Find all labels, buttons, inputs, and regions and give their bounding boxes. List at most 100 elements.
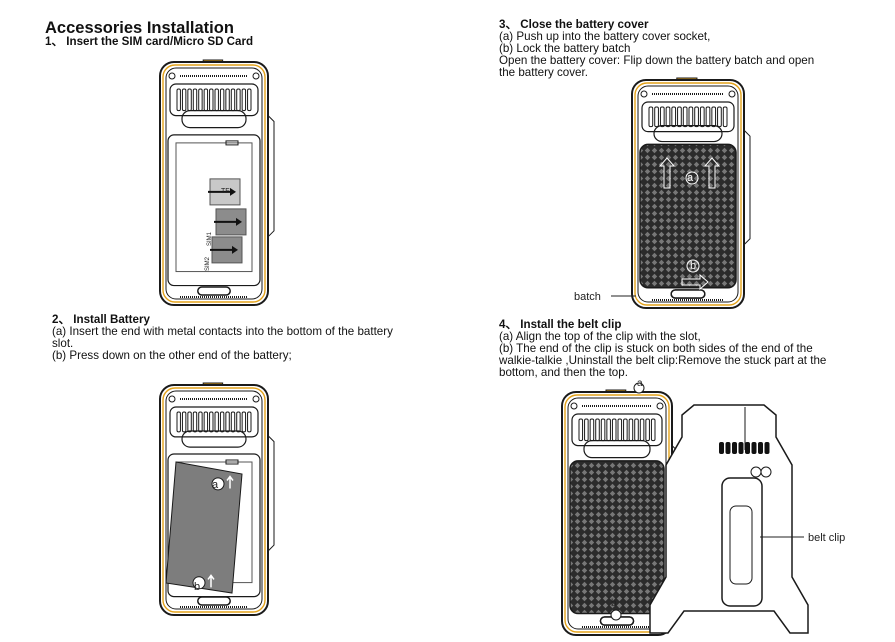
- vent-slot: [732, 442, 737, 454]
- insert-arrow-head: [232, 245, 238, 254]
- marker-a-circle: [211, 477, 225, 491]
- screw-hole: [252, 395, 260, 403]
- device-clip-front-illustration: [561, 382, 679, 636]
- vent-slot: [758, 442, 763, 454]
- step3-line: the battery cover.: [499, 66, 588, 79]
- speaker-slot: [230, 411, 236, 433]
- speaker-slot: [181, 411, 187, 433]
- marker-b: b: [611, 598, 617, 609]
- speaker-slot: [176, 88, 181, 112]
- step3-line: Open the battery cover: Flip down the ba…: [499, 54, 815, 67]
- side-key: [267, 115, 275, 238]
- speaker-slot: [645, 418, 650, 442]
- battery-batch: [670, 289, 706, 299]
- device-battery-illustration: [159, 382, 275, 616]
- screw-hole: [252, 72, 260, 80]
- speaker-slot: [219, 411, 225, 433]
- speaker-slot: [214, 411, 219, 433]
- speaker-slot: [241, 88, 247, 112]
- label-window: [181, 430, 247, 448]
- push-arrow: [207, 574, 215, 588]
- insert-arrow-head: [236, 217, 242, 226]
- speaker-slot: [181, 88, 187, 112]
- speaker-slot: [688, 106, 694, 128]
- device-inner: [165, 390, 263, 610]
- step2-line: (a) Insert the end with metal contacts i…: [52, 325, 393, 338]
- sim1-label: SIM1: [207, 231, 213, 246]
- vent-slot: [725, 442, 731, 454]
- label-window: [583, 440, 651, 459]
- step2-heading: 2、 Install Battery: [52, 313, 150, 326]
- speaker-slot: [241, 411, 247, 433]
- speaker-frame: [169, 83, 259, 117]
- side-key: [743, 129, 751, 246]
- speaker-slot: [578, 418, 584, 442]
- step4-line: (b) The end of the clip is stuck on both…: [499, 342, 813, 355]
- speaker-slot: [584, 418, 589, 442]
- speaker-slot: [694, 106, 699, 128]
- marker-b-circle: [192, 576, 206, 590]
- speaker-slot: [236, 411, 241, 433]
- belt-clip-slot: [729, 505, 753, 585]
- speaker-slot: [665, 106, 671, 128]
- speaker-slot: [717, 106, 722, 128]
- side-key: [267, 435, 275, 552]
- screw-hole: [570, 402, 578, 410]
- speaker-slot: [225, 411, 230, 433]
- step1-heading: 1、 Insert the SIM card/Micro SD Card: [45, 35, 254, 48]
- speaker-slot: [187, 411, 192, 433]
- belt-clip-label: belt clip: [808, 532, 845, 544]
- lock-arrow: [681, 273, 709, 291]
- device-inner: [637, 85, 739, 303]
- speaker-slot: [203, 411, 209, 433]
- marker-b: b: [690, 260, 696, 272]
- device-cover-illustration: [631, 77, 751, 309]
- step3-line: (b) Lock the battery batch: [499, 42, 631, 55]
- device-trim: [162, 64, 266, 303]
- device-clip-side-illustration: [649, 404, 809, 634]
- speaker-slot: [677, 106, 682, 128]
- device-trim: [162, 387, 266, 613]
- speaker-slot: [247, 88, 252, 112]
- speaker-slot: [209, 411, 214, 433]
- marker-a-circle: [685, 171, 699, 185]
- speaker-slot: [650, 418, 656, 442]
- battery-cover: [639, 143, 737, 289]
- screw-hole: [640, 90, 648, 98]
- batch-label: batch: [574, 291, 601, 303]
- knob: [760, 466, 772, 478]
- step2-line: (b) Press down on the other end of the b…: [52, 349, 292, 362]
- speaker-frame: [641, 101, 735, 133]
- page-title: Accessories Installation: [45, 19, 234, 37]
- marker-a: a: [637, 378, 643, 389]
- battery: [165, 461, 243, 594]
- push-arrow: [226, 475, 234, 489]
- marker-b: b: [194, 581, 200, 593]
- vent-slot: [764, 442, 770, 454]
- marker-b-circle: [610, 609, 622, 621]
- device-trim: [634, 82, 742, 306]
- step4-heading: 4、 Install the belt clip: [499, 318, 622, 331]
- battery-cover: [569, 460, 665, 615]
- speaker-slot: [699, 106, 705, 128]
- step4-line: walkie-talkie ,Uninstall the belt clip:R…: [499, 354, 827, 367]
- insert-arrow-head: [230, 187, 236, 196]
- screw-hole: [168, 395, 176, 403]
- marker-b-circle: [686, 259, 700, 273]
- marker-a: a: [687, 172, 694, 184]
- push-up-arrow: [658, 157, 676, 189]
- vent-slot: [738, 442, 744, 454]
- speaker-slot: [705, 106, 711, 128]
- speaker-slot: [198, 411, 203, 433]
- speaker-slot: [247, 411, 252, 433]
- speaker-slot: [682, 106, 688, 128]
- speaker-slot: [654, 106, 659, 128]
- label-window: [181, 109, 247, 129]
- step2-line: slot.: [52, 337, 74, 350]
- device-inner: [165, 67, 263, 300]
- step4-line: bottom, and then the top.: [499, 366, 628, 379]
- speaker-slot: [711, 106, 717, 128]
- vent-slot: [745, 442, 750, 454]
- speaker-frame: [571, 413, 663, 447]
